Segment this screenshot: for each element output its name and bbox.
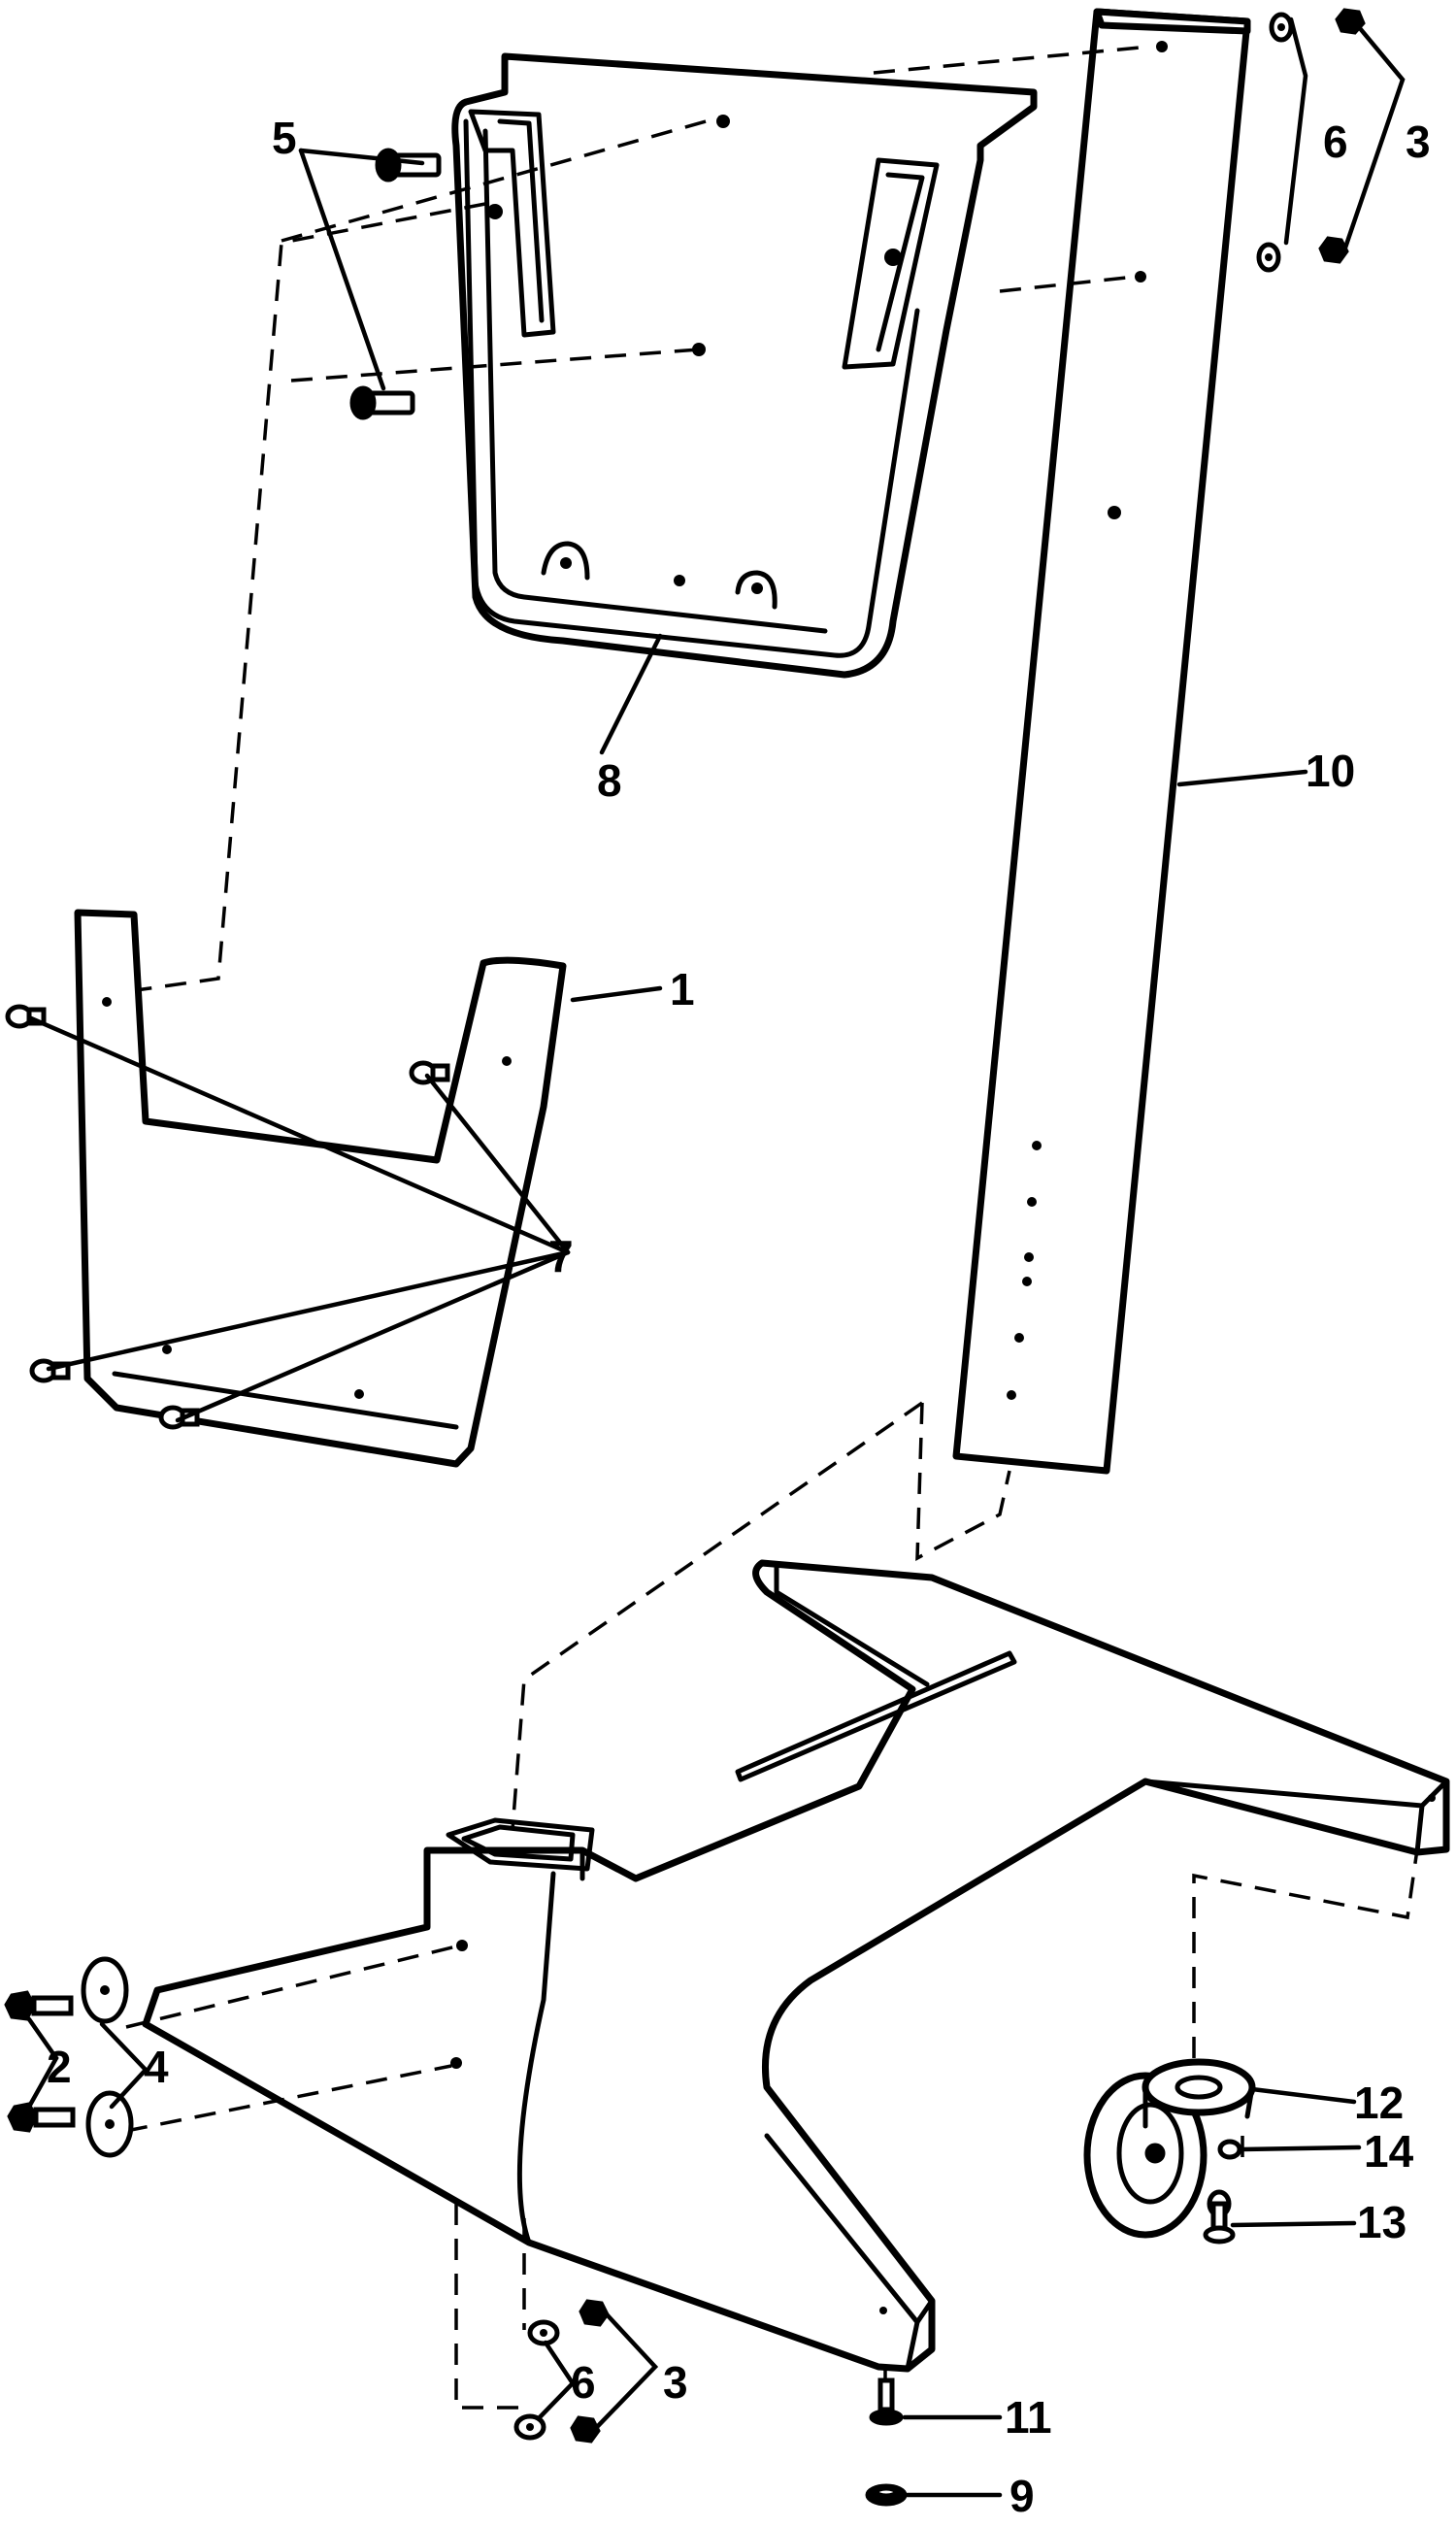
callout-5: 5 (272, 113, 297, 163)
callout-2: 2 (47, 2042, 72, 2092)
screw-part-5-upper (375, 148, 442, 183)
washer-part-6-top-b (1256, 242, 1281, 273)
callout-11: 11 (1005, 2392, 1052, 2443)
washer-part-6-bottom-b (513, 2413, 546, 2441)
lockwasher-part-14 (1217, 2139, 1242, 2160)
leader-lines (26, 17, 1406, 2498)
callout-12: 12 (1354, 2078, 1404, 2128)
callout-13: 13 (1357, 2197, 1406, 2247)
caster-bolt-part-13 (1203, 2189, 1236, 2244)
callout-8: 8 (597, 755, 622, 806)
housing-tray-part-8 (451, 52, 1038, 679)
hardware-items (4, 8, 1366, 2507)
bolt-part-2-lower (7, 2102, 76, 2133)
bolt-part-2-upper (4, 1990, 74, 2021)
callout-labels: 5 6 3 8 10 1 7 2 4 12 14 13 6 3 11 9 (47, 113, 1431, 2521)
washer-part-4-upper (81, 1956, 129, 2024)
callout-1: 1 (670, 964, 695, 1014)
bracket-plate-part-1 (74, 909, 567, 1468)
callout-3-bottom: 3 (663, 2357, 688, 2408)
assembly-dashed-lines (125, 45, 1419, 2410)
callout-14: 14 (1364, 2126, 1414, 2177)
callout-4: 4 (144, 2042, 169, 2092)
washer-part-6-bottom-a (527, 2319, 560, 2346)
callout-10: 10 (1306, 746, 1355, 796)
nut-part-3-top-b (1318, 236, 1349, 264)
callout-9: 9 (1009, 2471, 1035, 2521)
leveler-screw-part-11 (869, 2377, 904, 2426)
callout-6-bottom: 6 (571, 2357, 596, 2408)
callout-7: 7 (548, 1231, 574, 1281)
caster-part-12 (1083, 2058, 1256, 2239)
callout-3-top: 3 (1406, 116, 1431, 167)
stand-base (142, 1559, 1450, 2373)
upright-column-part-10 (952, 8, 1251, 1475)
nut-part-3-bottom-a (579, 2299, 610, 2327)
callout-6-top: 6 (1323, 116, 1348, 167)
screw-part-5-lower (349, 385, 415, 420)
foot-pad-part-9 (865, 2483, 908, 2507)
washer-part-4-lower (85, 2090, 134, 2158)
nut-part-3-bottom-b (570, 2415, 601, 2444)
washer-part-6-top-a (1269, 12, 1294, 43)
